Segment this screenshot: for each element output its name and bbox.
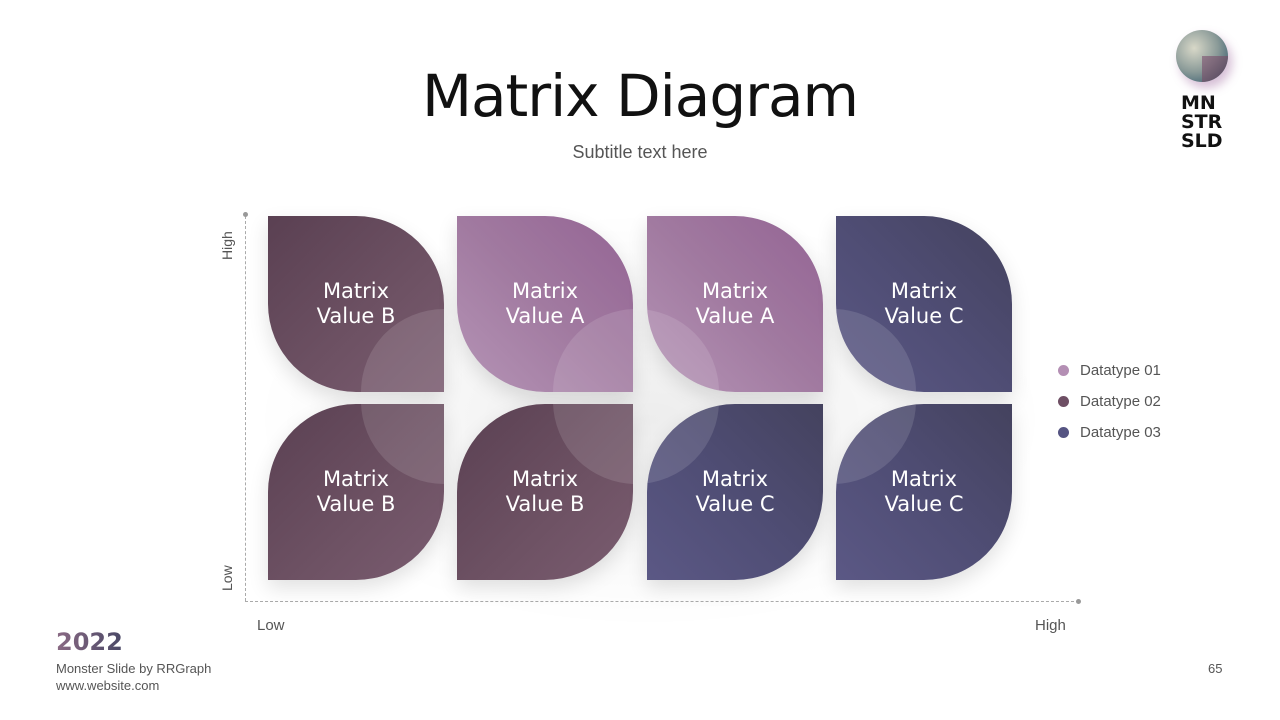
legend-label: Datatype 03: [1080, 424, 1161, 441]
legend-swatch-icon: [1058, 396, 1069, 407]
cell-value: Value C: [695, 492, 775, 516]
page-number: 65: [1208, 661, 1223, 676]
logo-sphere-icon: [1176, 30, 1228, 82]
footer-year: 2022: [56, 628, 123, 656]
logo-line: MN: [1181, 92, 1216, 114]
legend-item: Datatype 03: [1058, 417, 1161, 448]
page-title: Matrix Diagram: [421, 62, 859, 130]
y-axis: [245, 216, 246, 601]
legend-swatch-icon: [1058, 365, 1069, 376]
x-axis-high-label: High: [1035, 617, 1066, 634]
cell-label: Matrix: [701, 279, 769, 303]
y-axis-high-label: High: [219, 231, 235, 260]
footer-credit: Monster Slide by RRGraph: [56, 661, 212, 676]
cell-value: Value C: [884, 304, 964, 328]
page-subtitle: Subtitle text here: [572, 142, 708, 162]
axis-end-dot: [1076, 599, 1081, 604]
legend-item: Datatype 02: [1058, 386, 1161, 417]
cell-label: Matrix: [701, 467, 769, 491]
legend-item: Datatype 01: [1058, 355, 1161, 386]
x-axis-low-label: Low: [257, 617, 285, 634]
logo-line: STR: [1181, 111, 1223, 133]
footer-website: www.website.com: [56, 678, 160, 693]
axis-end-dot: [243, 212, 248, 217]
cell-value: Value B: [316, 304, 396, 328]
legend-label: Datatype 02: [1080, 393, 1161, 410]
cell-label: Matrix: [511, 279, 579, 303]
cell-label: Matrix: [322, 279, 390, 303]
y-axis-low-label: Low: [219, 565, 235, 591]
cell-label: Matrix: [511, 467, 579, 491]
cell-value: Value B: [505, 492, 585, 516]
cell-value: Value B: [316, 492, 396, 516]
logo-text: MN STR SLD: [1181, 94, 1223, 151]
legend: Datatype 01 Datatype 02 Datatype 03: [1058, 355, 1161, 448]
cell-value: Value C: [884, 492, 964, 516]
logo-line: SLD: [1181, 130, 1223, 152]
cell-value: Value A: [505, 304, 585, 328]
cell-label: Matrix: [322, 467, 390, 491]
x-axis: [245, 601, 1079, 602]
legend-label: Datatype 01: [1080, 362, 1161, 379]
cell-value: Value A: [695, 304, 775, 328]
cell-label: Matrix: [890, 467, 958, 491]
legend-swatch-icon: [1058, 427, 1069, 438]
cell-label: Matrix: [890, 279, 958, 303]
